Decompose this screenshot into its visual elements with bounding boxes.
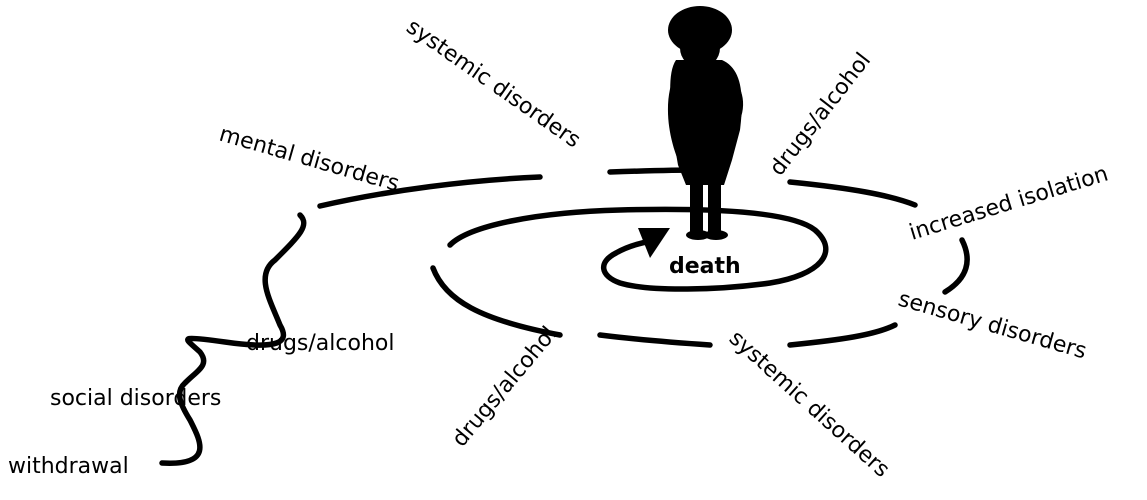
systemic-disorders-bottom-label: systemic disorders bbox=[724, 326, 894, 483]
person-silhouette-icon bbox=[668, 6, 743, 240]
drugs-alcohol-bottom-label: drugs/alcohol bbox=[447, 322, 562, 452]
systemic-disorders-top-label: systemic disorders bbox=[402, 14, 585, 153]
outer-spiral-right bbox=[945, 240, 967, 292]
sensory-disorders-label: sensory disorders bbox=[895, 287, 1089, 365]
withdrawal-label: withdrawal bbox=[8, 454, 129, 479]
outer-spiral-bottom-right bbox=[790, 325, 895, 345]
death-label: death bbox=[669, 254, 741, 279]
increased-isolation-label: increased isolation bbox=[906, 161, 1111, 245]
drugs-alcohol-top-label: drugs/alcohol bbox=[765, 48, 876, 180]
mental-disorders-label: mental disorders bbox=[216, 122, 401, 197]
outer-spiral-top-right bbox=[790, 182, 915, 205]
inner-spiral bbox=[450, 209, 826, 289]
outer-spiral-bottom bbox=[600, 335, 710, 345]
social-disorders-label: social disorders bbox=[50, 386, 221, 411]
drugs-alcohol-left-label: drugs/alcohol bbox=[246, 331, 394, 356]
